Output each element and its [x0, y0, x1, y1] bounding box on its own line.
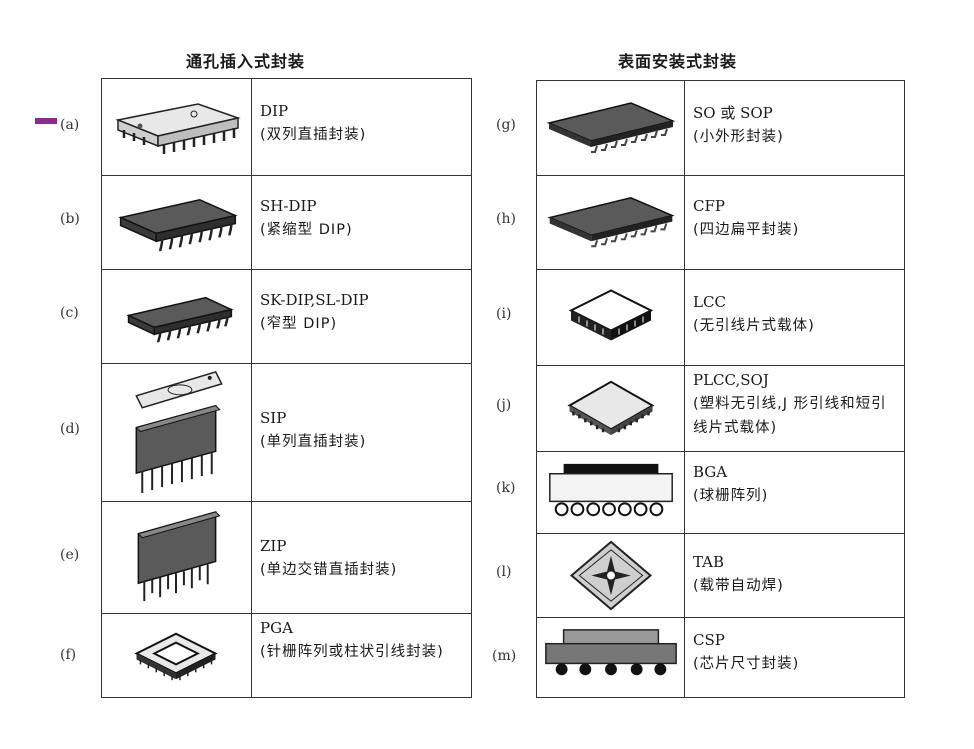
package-name: SO 或 SOP: [693, 104, 773, 122]
package-name: CFP: [693, 197, 725, 215]
csp-chip-icon: [541, 620, 681, 697]
csp-text: CSP (芯片尺寸封装): [693, 628, 898, 676]
plcc-chip-icon: [541, 368, 681, 449]
lcc-chip-icon: [541, 272, 681, 363]
package-desc: (单边交错直插封装): [260, 562, 398, 578]
row-label-b: (b): [60, 211, 80, 227]
package-name: CSP: [693, 631, 725, 649]
bga-chip-icon: [541, 454, 681, 531]
package-desc: (载带自动焊): [693, 578, 784, 594]
package-row-cfp: CFP (四边扁平封装): [537, 175, 904, 269]
through-hole-table: DIP (双列直插封装) SH-DIP (紧缩型 DIP): [101, 78, 472, 698]
package-name: PGA: [260, 619, 293, 637]
row-label-h: (h): [496, 211, 516, 227]
row-label-k: (k): [496, 480, 516, 496]
package-desc: (球栅阵列): [693, 488, 769, 504]
row-label-a: (a): [60, 117, 80, 133]
package-row-lcc: LCC (无引线片式载体): [537, 269, 904, 365]
row-label-i: (i): [496, 306, 512, 322]
row-label-j: (j): [496, 397, 512, 413]
package-name: ZIP: [260, 537, 287, 555]
package-row-dip: DIP (双列直插封装): [102, 79, 471, 175]
row-label-f: (f): [60, 647, 77, 663]
dip-text: DIP (双列直插封装): [260, 99, 465, 147]
package-row-sk-dip: SK-DIP,SL-DIP (窄型 DIP): [102, 269, 471, 363]
package-name: SIP: [260, 409, 287, 427]
sop-text: SO 或 SOP (小外形封装): [693, 101, 898, 149]
row-label-l: (l): [496, 564, 512, 580]
row-label-m: (m): [492, 648, 517, 664]
package-name: TAB: [693, 553, 725, 571]
package-name: DIP: [260, 102, 289, 120]
column-divider: [251, 79, 252, 697]
sip-text: SIP (单列直插封装): [260, 406, 465, 454]
package-desc: (紧缩型 DIP): [260, 222, 353, 238]
row-label-c: (c): [60, 305, 79, 321]
package-name: SH-DIP: [260, 197, 317, 215]
package-row-sh-dip: SH-DIP (紧缩型 DIP): [102, 175, 471, 269]
package-row-bga: BGA (球栅阵列): [537, 451, 904, 533]
cfp-chip-icon: [541, 178, 681, 267]
package-name: PLCC,SOJ: [693, 371, 769, 389]
zip-text: ZIP (单边交错直插封装): [260, 534, 465, 582]
row-label-e: (e): [60, 547, 80, 563]
package-desc: (双列直插封装): [260, 127, 367, 143]
package-desc: (小外形封装): [693, 129, 784, 145]
sop-chip-icon: [541, 83, 681, 173]
sh-dip-text: SH-DIP (紧缩型 DIP): [260, 194, 465, 242]
row-label-g: (g): [496, 117, 516, 133]
dip-chip-icon: [106, 81, 246, 173]
zip-chip-icon: [106, 504, 246, 611]
package-desc: (窄型 DIP): [260, 316, 338, 332]
lcc-text: LCC (无引线片式载体): [693, 290, 898, 338]
package-desc: (塑料无引线,J 形引线和短引线片式载体): [693, 396, 887, 436]
sk-dip-text: SK-DIP,SL-DIP (窄型 DIP): [260, 288, 465, 336]
package-desc: (单列直插封装): [260, 434, 367, 450]
package-row-zip: ZIP (单边交错直插封装): [102, 501, 471, 613]
right-panel-title: 表面安装式封装: [618, 52, 738, 71]
tab-chip-icon: [541, 536, 681, 615]
cfp-text: CFP (四边扁平封装): [693, 194, 898, 242]
sh-dip-chip-icon: [106, 178, 246, 267]
package-row-sip: SIP (单列直插封装): [102, 363, 471, 501]
package-row-sop: SO 或 SOP (小外形封装): [537, 81, 904, 175]
package-desc: (四边扁平封装): [693, 222, 800, 238]
row-label-d: (d): [60, 421, 80, 437]
package-row-tab: TAB (载带自动焊): [537, 533, 904, 617]
plcc-text: PLCC,SOJ (塑料无引线,J 形引线和短引线片式载体): [693, 368, 898, 440]
surface-mount-table: SO 或 SOP (小外形封装) CFP (四边扁平封装): [536, 80, 905, 698]
tab-text: TAB (载带自动焊): [693, 550, 898, 598]
package-desc: (无引线片式载体): [693, 318, 815, 334]
package-row-pga: PGA (针栅阵列或柱状引线封装): [102, 613, 471, 697]
bga-text: BGA (球栅阵列): [693, 460, 898, 508]
package-row-plcc: PLCC,SOJ (塑料无引线,J 形引线和短引线片式载体): [537, 365, 904, 451]
package-name: BGA: [693, 463, 728, 481]
sip-chip-icon: [106, 366, 246, 499]
sk-dip-chip-icon: [106, 272, 246, 361]
column-divider: [684, 81, 685, 697]
package-name: LCC: [693, 293, 726, 311]
package-desc: (芯片尺寸封装): [693, 656, 800, 672]
left-panel-title: 通孔插入式封装: [186, 52, 306, 71]
package-desc: (针栅阵列或柱状引线封装): [260, 644, 444, 660]
pga-text: PGA (针栅阵列或柱状引线封装): [260, 616, 465, 664]
package-name: SK-DIP,SL-DIP: [260, 291, 369, 309]
slide-marker: [35, 118, 57, 124]
pga-chip-icon: [106, 616, 246, 695]
package-row-csp: CSP (芯片尺寸封装): [537, 617, 904, 699]
